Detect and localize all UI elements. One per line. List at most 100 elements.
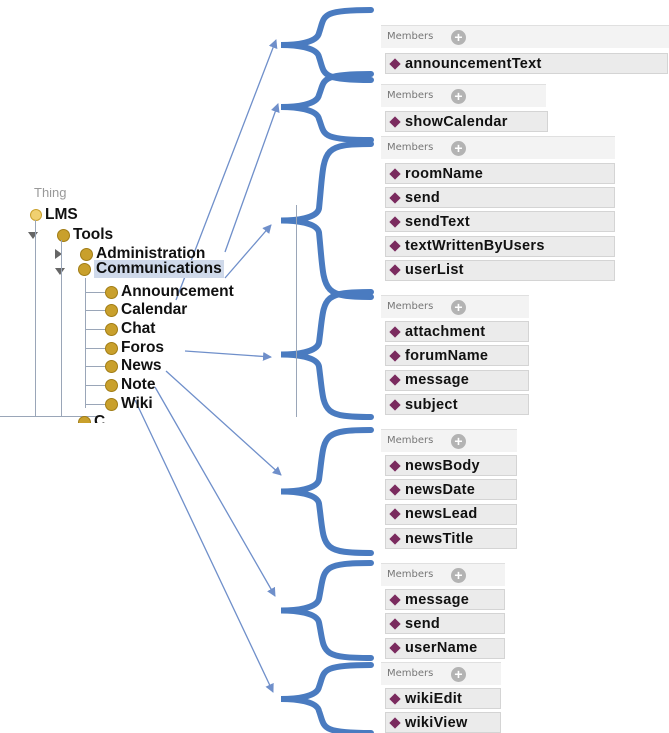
member-row[interactable]: attachment — [385, 321, 529, 342]
property-diamond-icon — [389, 240, 401, 252]
expand-toggle-administration[interactable] — [55, 249, 62, 259]
member-row[interactable]: showCalendar — [385, 111, 548, 132]
add-member-icon[interactable]: + — [451, 89, 466, 104]
property-diamond-icon — [389, 717, 401, 729]
add-member-icon[interactable]: + — [451, 300, 466, 315]
class-icon — [78, 415, 91, 423]
tree-node-foros[interactable]: Foros — [105, 339, 164, 357]
member-row[interactable]: subject — [385, 394, 529, 416]
members-label: Members — [387, 668, 434, 679]
member-row[interactable]: message — [385, 589, 505, 610]
property-diamond-icon — [389, 325, 401, 338]
tree-node-lms[interactable]: LMS — [30, 206, 78, 224]
property-diamond-icon — [389, 350, 401, 362]
members-header: Members + — [381, 136, 615, 159]
member-row[interactable]: userName — [385, 637, 505, 659]
tree-label-news: News — [121, 357, 162, 374]
property-diamond-icon — [389, 374, 401, 386]
member-label: newsTitle — [405, 530, 474, 547]
members-label: Members — [387, 31, 434, 42]
tree-label-tools: Tools — [73, 226, 114, 243]
tree-label-chat: Chat — [121, 320, 156, 337]
mapping-arrow-2 — [224, 224, 272, 279]
member-row[interactable]: roomName — [385, 163, 615, 184]
member-label: newsDate — [405, 481, 476, 498]
tree-guide-line — [85, 385, 105, 386]
member-label: userList — [405, 262, 464, 279]
tree-guide-line — [0, 416, 100, 417]
property-diamond-icon — [389, 459, 401, 472]
members-header: Members + — [381, 662, 501, 685]
member-row[interactable]: sendText — [385, 211, 615, 233]
member-label: message — [405, 591, 470, 608]
member-row[interactable]: wikiEdit — [385, 688, 501, 709]
property-diamond-icon — [389, 216, 401, 228]
add-member-icon[interactable]: + — [451, 568, 466, 583]
tree-label-communications: Communications — [94, 260, 224, 278]
curly-brace-0 — [280, 7, 374, 83]
member-label: roomName — [405, 165, 484, 182]
tree-label-note: Note — [121, 376, 156, 393]
tree-node-announcement[interactable]: Announcement — [105, 283, 234, 301]
member-row[interactable]: send — [385, 613, 505, 635]
tree-guide-line — [85, 292, 105, 293]
property-diamond-icon — [389, 115, 401, 128]
tree-node-partial: C — [78, 413, 105, 423]
class-icon — [105, 322, 118, 336]
add-member-icon[interactable]: + — [451, 667, 466, 682]
member-row[interactable]: newsBody — [385, 455, 517, 476]
property-diamond-icon — [389, 692, 401, 705]
member-row[interactable]: send — [385, 187, 615, 209]
member-row[interactable]: announcementText — [385, 53, 668, 74]
members-header: Members+ — [381, 429, 517, 452]
member-row[interactable]: newsLead — [385, 503, 517, 525]
add-member-icon[interactable]: + — [451, 141, 466, 156]
class-icon — [105, 285, 118, 299]
member-row[interactable]: newsDate — [385, 479, 517, 501]
tree-node-wiki[interactable]: Wiki — [105, 395, 153, 413]
curly-brace-2 — [280, 141, 374, 300]
tree-label-administration: Administration — [96, 245, 206, 262]
expand-toggle-lms[interactable] — [28, 232, 38, 239]
add-member-icon[interactable]: + — [451, 434, 466, 449]
member-label: newsLead — [405, 506, 478, 523]
member-row[interactable]: newsTitle — [385, 528, 517, 550]
property-diamond-icon — [389, 57, 401, 70]
mapping-arrow-0 — [175, 39, 278, 301]
tree-guide-line — [85, 278, 86, 408]
member-row[interactable]: forumName — [385, 345, 529, 367]
curly-brace-1 — [280, 71, 374, 143]
tree-guide-line — [85, 404, 105, 405]
property-diamond-icon — [389, 192, 401, 204]
class-icon — [57, 228, 70, 242]
members-header: Members+ — [381, 84, 546, 107]
member-label: sendText — [405, 213, 470, 230]
members-label: Members — [387, 142, 434, 153]
member-row[interactable]: message — [385, 369, 529, 391]
member-label: wikiEdit — [405, 690, 463, 707]
tree-node-administration[interactable]: Administration — [80, 245, 205, 263]
tree-node-thing: Thing — [34, 188, 67, 202]
tree-node-calendar[interactable]: Calendar — [105, 301, 187, 319]
member-row[interactable]: wikiView — [385, 712, 501, 733]
mapping-arrow-4 — [165, 370, 282, 476]
tree-guide-line — [85, 348, 105, 349]
tree-node-news[interactable]: News — [105, 357, 162, 375]
tree-node-note[interactable]: Note — [105, 376, 155, 394]
member-row[interactable]: userList — [385, 259, 615, 281]
tree-node-chat[interactable]: Chat — [105, 320, 155, 338]
expand-toggle-communications[interactable] — [55, 268, 65, 275]
member-row[interactable]: textWrittenByUsers — [385, 235, 615, 257]
add-member-icon[interactable]: + — [451, 30, 466, 45]
tree-node-tools[interactable]: Tools — [57, 226, 113, 244]
tree-node-communications[interactable]: Communications — [78, 260, 224, 278]
mapping-arrow-3 — [184, 350, 272, 361]
members-label: Members — [387, 569, 434, 580]
member-label: message — [405, 372, 470, 389]
mapping-arrow-5 — [154, 386, 276, 597]
member-label: subject — [405, 396, 458, 413]
tree-label-announcement: Announcement — [121, 283, 234, 300]
member-label: userName — [405, 640, 478, 657]
tree-guide-line — [35, 220, 36, 416]
